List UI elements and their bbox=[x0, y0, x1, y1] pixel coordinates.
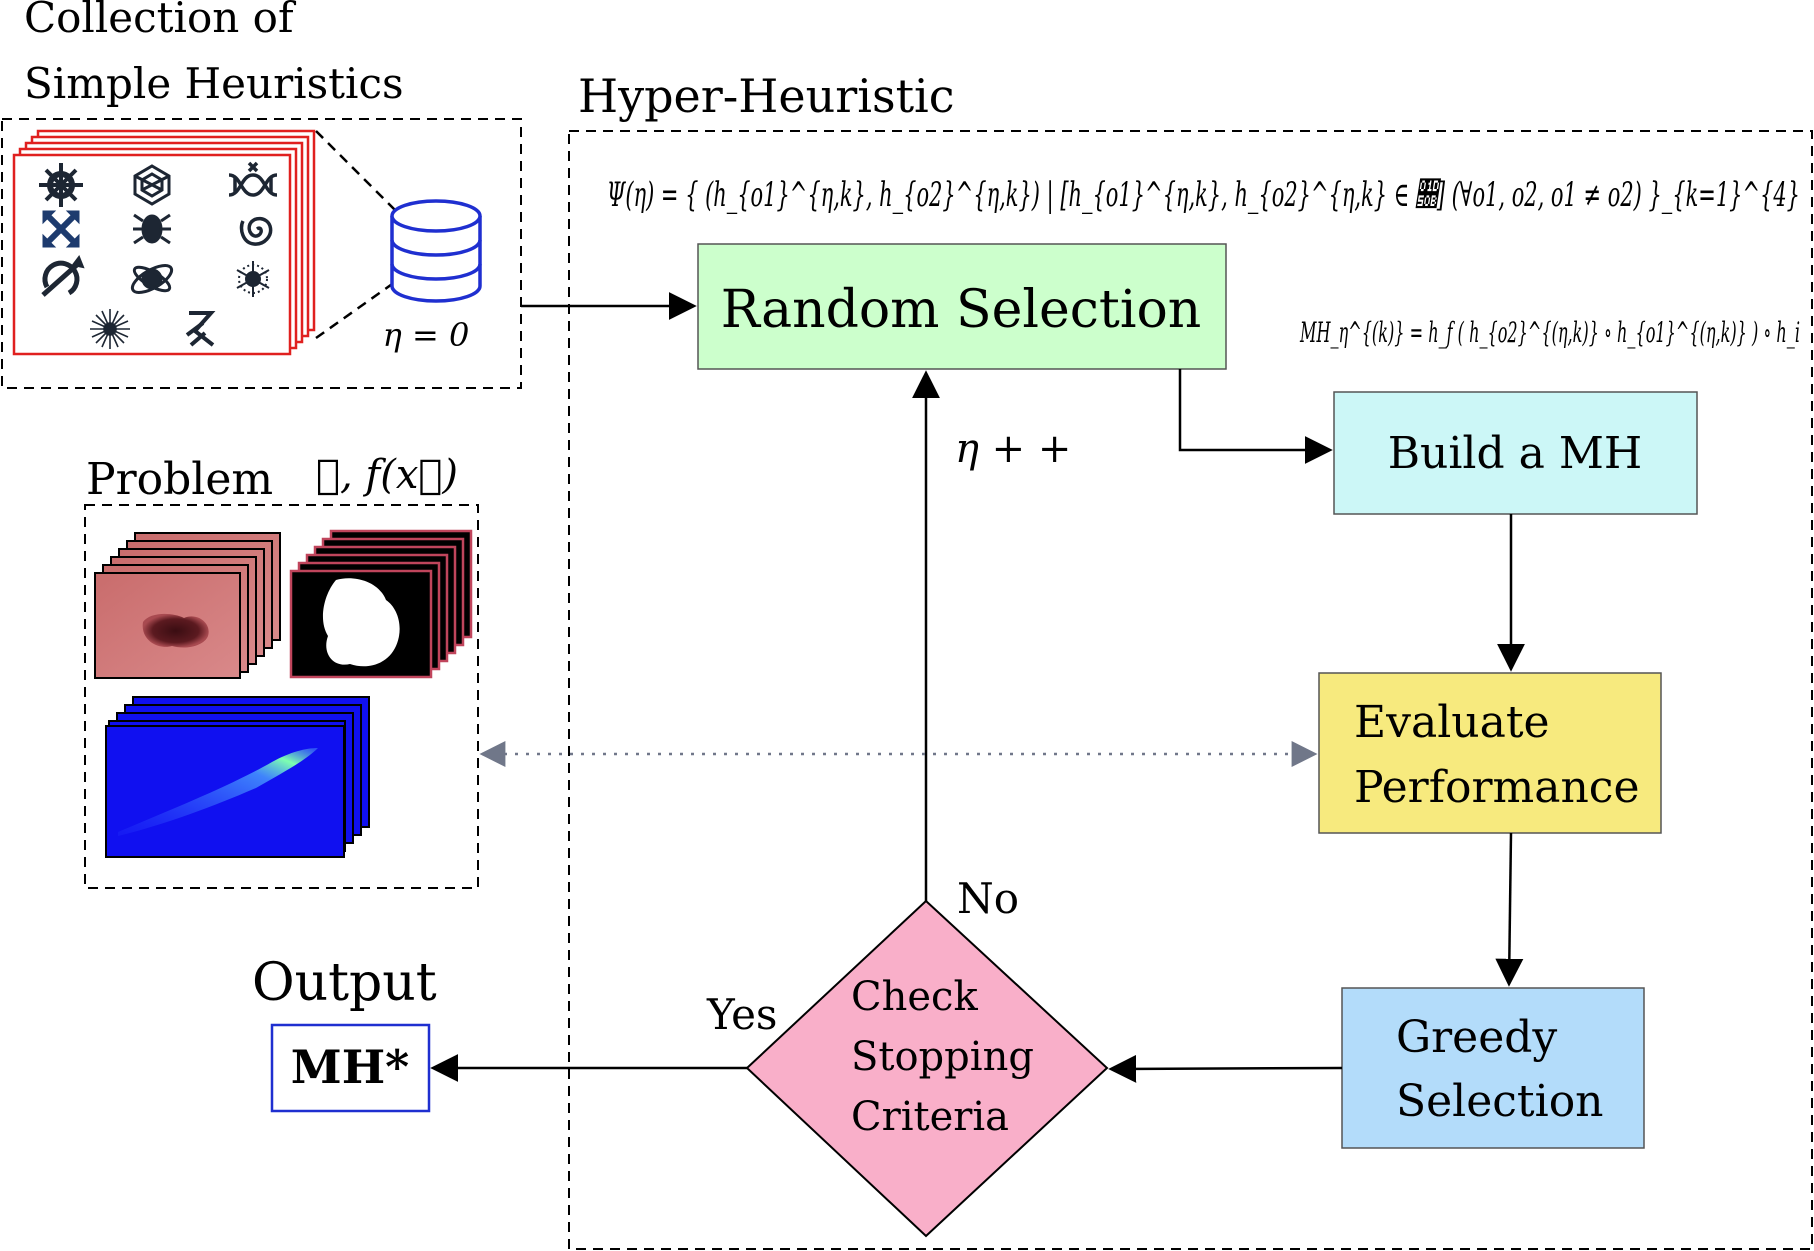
zoom-line-top bbox=[315, 130, 396, 211]
refresh-arrow-icon bbox=[41, 254, 85, 297]
evaluate-performance-node bbox=[1318, 672, 1662, 834]
arrows-cross-icon bbox=[42, 210, 80, 248]
random-selection-node bbox=[697, 243, 1227, 370]
problem-symbols: 𝔛, f(x⃗) bbox=[316, 452, 458, 498]
dandelion-icon bbox=[90, 309, 130, 349]
hyper-heuristic-title: Hyper-Heuristic bbox=[578, 69, 955, 123]
greedy-label-line1: Greedy bbox=[1396, 1012, 1557, 1063]
arrow-random-to-build bbox=[1178, 369, 1333, 464]
spectrogram-image-stack bbox=[105, 696, 370, 858]
evaluate-label-line1: Evaluate bbox=[1354, 697, 1550, 748]
check-stopping-node bbox=[745, 899, 1109, 1238]
evaluate-label-line2: Performance bbox=[1354, 762, 1639, 813]
collection-title-line2: Simple Heuristics bbox=[24, 59, 404, 108]
snowflake-icon bbox=[236, 261, 270, 297]
check-label-line3: Criteria bbox=[851, 1094, 1009, 1140]
beetle-icon bbox=[133, 213, 171, 245]
spiral-icon bbox=[239, 216, 273, 246]
build-mh-label: Build a MH bbox=[1388, 428, 1643, 479]
eta-increment-label: η + + bbox=[955, 426, 1071, 472]
check-label-line1: Check bbox=[851, 974, 978, 1020]
segmentation-mask-stack bbox=[289, 529, 473, 679]
gear-snowflake-icon bbox=[39, 163, 83, 207]
psi-formula: Ψ(η) = { (h_{o1}^{η,k}, h_{o2}^{η,k}) | … bbox=[607, 175, 1800, 215]
no-label: No bbox=[957, 874, 1019, 923]
output-title: Output bbox=[252, 953, 437, 1013]
output-label: MH* bbox=[291, 1040, 409, 1094]
build-mh-node bbox=[1333, 391, 1698, 515]
collection-dashed-frame bbox=[1, 118, 522, 389]
output-node bbox=[270, 1023, 431, 1113]
greedy-label-line2: Selection bbox=[1396, 1076, 1604, 1127]
glyph-icon bbox=[185, 311, 216, 347]
dna-icon bbox=[228, 161, 278, 197]
hyper-heuristic-dashed-frame bbox=[568, 130, 1813, 1250]
yes-label: Yes bbox=[706, 990, 778, 1039]
collection-title-line1: Collection of bbox=[24, 0, 297, 42]
check-label-line2: Stopping bbox=[851, 1034, 1034, 1080]
hexagon-knot-icon bbox=[133, 164, 171, 206]
arrow-greedy-to-check bbox=[1108, 1054, 1343, 1083]
database-icon bbox=[390, 199, 482, 303]
orbit-icon bbox=[130, 264, 174, 294]
greedy-selection-node bbox=[1341, 987, 1645, 1149]
skin-lesion-image-stack bbox=[94, 532, 281, 679]
problem-dashed-frame bbox=[84, 504, 479, 889]
arrow-evaluate-to-greedy bbox=[1495, 832, 1524, 987]
eta-init-label: η = 0 bbox=[383, 316, 470, 354]
mh-formula: MH_η^{(k)} = h_f ( h_{o2}^{(η,k)} ∘ h_{o… bbox=[1299, 316, 1800, 349]
random-selection-label: Random Selection bbox=[721, 280, 1202, 340]
problem-title: Problem bbox=[86, 454, 273, 505]
